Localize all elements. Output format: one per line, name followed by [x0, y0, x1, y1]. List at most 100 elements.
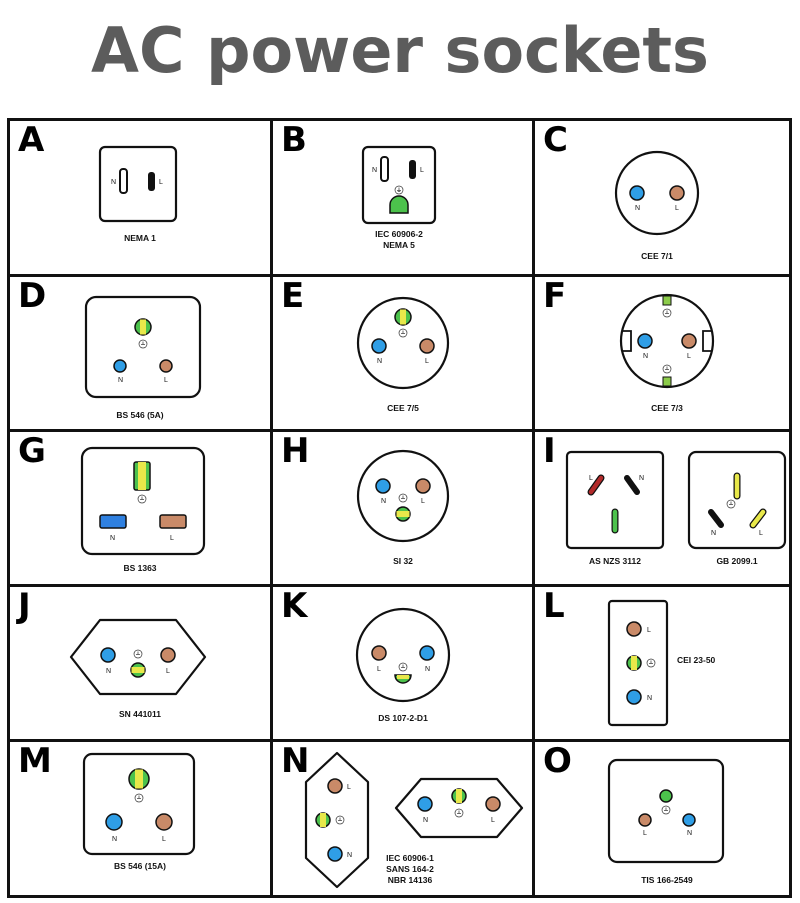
pin-label-n: N — [372, 167, 377, 174]
socket-cell-o: O L N TIS 166-2549 — [535, 742, 789, 895]
pin-label-n: N — [425, 666, 430, 673]
socket-letter: E — [281, 276, 305, 316]
socket-diagram-h: N L — [356, 449, 450, 543]
socket-letter: H — [281, 431, 310, 471]
socket-letter: I — [543, 431, 556, 471]
pin-label-l: L — [159, 179, 163, 186]
live-pin — [159, 514, 187, 529]
neutral-pin — [105, 813, 123, 831]
pin-label-l: L — [421, 498, 425, 505]
pin-label-n: N — [643, 353, 648, 360]
pin-label-l: L — [164, 377, 168, 384]
earth-symbol-icon — [662, 308, 672, 318]
grid-divider — [270, 121, 273, 895]
socket-letter: K — [281, 586, 308, 626]
pin-label-l: L — [759, 530, 763, 537]
socket-caption: CEE 7/1 — [641, 251, 673, 261]
neutral-pin — [327, 846, 343, 862]
socket-cell-a: A N L NEMA 1 — [10, 121, 270, 274]
pin-label-l: L — [377, 666, 381, 673]
socket-caption: AS NZS 3112 — [589, 556, 641, 566]
socket-caption: CEI 23-50 — [677, 655, 716, 665]
neutral-pin — [375, 478, 391, 494]
socket-face — [687, 450, 787, 550]
pin-label-n: N — [112, 836, 117, 843]
socket-cell-d: D N L BS 546 (5A) — [10, 277, 270, 429]
earth-symbol-icon — [726, 499, 736, 509]
neutral-pin — [119, 168, 128, 194]
socket-letter: N — [281, 741, 310, 781]
earth-pin-stripe — [396, 511, 410, 517]
earth-clip — [662, 295, 672, 306]
socket-letter: A — [18, 120, 45, 160]
pin-label-l: L — [687, 353, 691, 360]
live-pin — [409, 160, 416, 179]
socket-diagram-n-vertical: L N — [304, 751, 370, 889]
earth-symbol-icon — [646, 658, 656, 668]
page-title: AC power sockets — [91, 14, 709, 87]
socket-cell-c: C N L CEE 7/1 — [535, 121, 789, 274]
pin-label-n: N — [423, 817, 428, 824]
grid-divider — [532, 121, 535, 895]
socket-letter: O — [543, 741, 572, 781]
socket-letter: J — [18, 586, 31, 626]
socket-diagram-l: L N — [607, 599, 669, 727]
socket-diagram-c: N L — [614, 150, 700, 236]
pin-label-n: N — [111, 179, 116, 186]
earth-symbol-icon — [394, 185, 404, 195]
live-pin — [155, 813, 173, 831]
live-pin — [750, 509, 766, 528]
pin-label-l: L — [420, 167, 424, 174]
earth-symbol-icon — [133, 649, 143, 659]
neutral-pin — [629, 185, 645, 201]
socket-cell-k: K L N DS 107-2-D1 — [273, 587, 532, 739]
socket-face — [355, 607, 451, 703]
socket-diagram-d: N L — [84, 295, 202, 399]
pin-label-l: L — [162, 836, 166, 843]
socket-diagram-i-cn: N L — [687, 450, 787, 550]
pin-label-l: L — [643, 830, 647, 837]
earth-symbol-icon — [661, 805, 671, 815]
socket-caption: NEMA 1 — [124, 233, 156, 243]
earth-symbol-icon — [454, 808, 464, 818]
socket-cell-i: I L N N L AS NZS 3112 GB 2099.1 — [535, 432, 789, 584]
pin-label-l: L — [347, 784, 351, 791]
earth-symbol-icon — [137, 494, 147, 504]
pin-label-n: N — [118, 377, 123, 384]
socket-letter: G — [18, 431, 46, 471]
live-pin — [159, 359, 173, 373]
neutral-pin — [626, 689, 642, 705]
earth-pin-stripe — [131, 667, 145, 673]
socket-diagram-f: N L — [619, 293, 715, 389]
neutral-pin — [637, 333, 653, 349]
live-pin — [415, 478, 431, 494]
neutral-pin — [100, 647, 116, 663]
socket-diagram-i-au: L N — [565, 450, 665, 550]
pin-label-n: N — [639, 475, 644, 482]
socket-cell-e: E N L CEE 7/5 — [273, 277, 532, 429]
socket-cell-h: H N L SI 32 — [273, 432, 532, 584]
socket-face — [565, 450, 665, 550]
neutral-pin — [682, 813, 696, 827]
socket-diagram-j: N L — [69, 618, 207, 696]
socket-caption: BS 1363 — [123, 563, 157, 573]
socket-caption: SN 441011 — [118, 709, 162, 719]
live-pin — [638, 813, 652, 827]
socket-face — [614, 150, 700, 236]
socket-caption: BS 546 (5A) — [116, 410, 164, 420]
socket-diagram-g: N L — [80, 446, 206, 556]
live-pin — [669, 185, 685, 201]
socket-letter: L — [543, 586, 565, 626]
socket-letter: C — [543, 120, 568, 160]
pin-label-l: L — [425, 358, 429, 365]
socket-face — [619, 293, 715, 389]
neutral-pin — [99, 514, 127, 529]
socket-caption: DS 107-2-D1 — [378, 713, 428, 723]
earth-pin-stripe — [456, 789, 462, 803]
socket-cell-m: M N L BS 546 (15A) — [10, 742, 270, 895]
pin-label-l: L — [491, 817, 495, 824]
socket-diagram-b: N L — [361, 145, 437, 225]
